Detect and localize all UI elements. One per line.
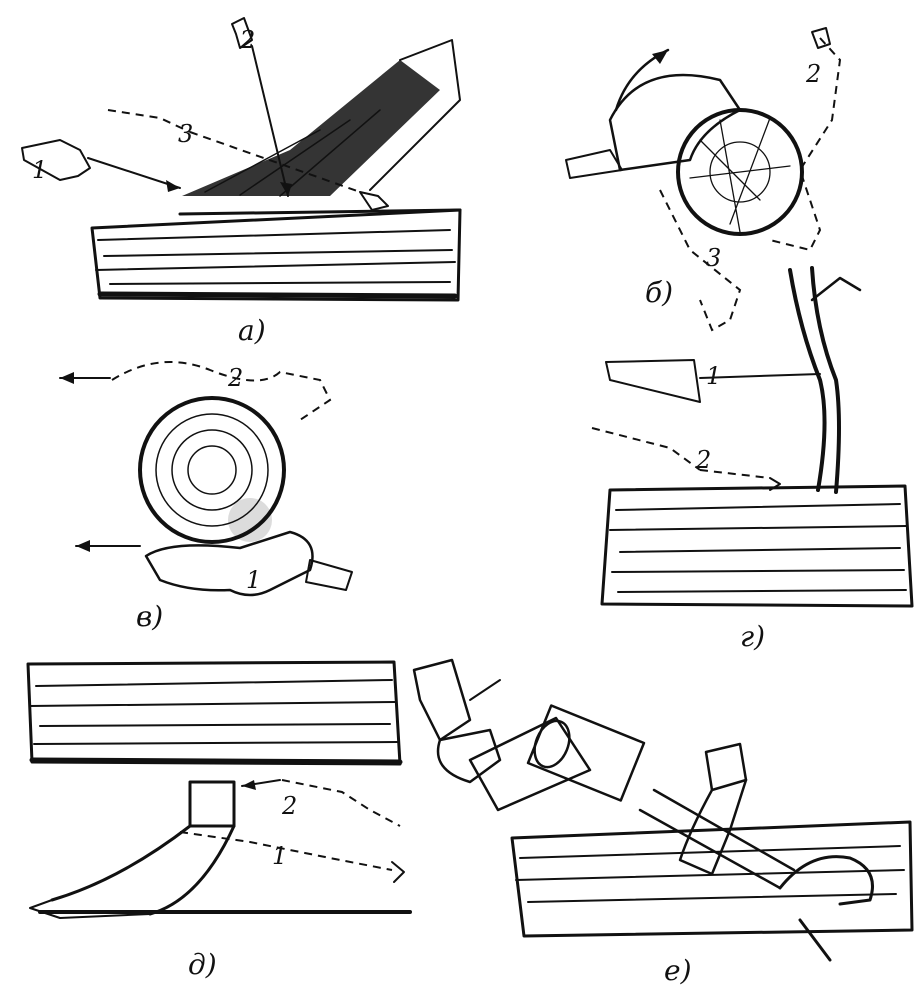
- panel-b-label-2: 2: [805, 60, 821, 88]
- panel-e-right-hand: [680, 744, 746, 874]
- panel-v-label-1: 1: [246, 566, 261, 594]
- panel-a-branch: [182, 40, 460, 196]
- panel-a-caption: а): [238, 314, 266, 347]
- panel-v: 2 1 в): [60, 362, 352, 633]
- panel-g-label-2: 2: [695, 446, 711, 474]
- panel-e: е): [414, 660, 912, 987]
- panel-b: 2 3 б): [566, 28, 840, 330]
- panel-v-arrowhead-1: [76, 540, 90, 552]
- panel-e-left-hand: [414, 660, 500, 782]
- panel-g-branch: [790, 268, 860, 492]
- panel-g-label-1: 1: [706, 362, 721, 390]
- panel-g-caption: г): [740, 620, 765, 653]
- panel-b-arrowhead: [652, 50, 668, 64]
- panel-v-log-section: [140, 398, 284, 542]
- panel-d-label-2: 2: [281, 792, 297, 820]
- panel-d-label-1: 1: [272, 842, 287, 870]
- panel-a-label-3: 3: [178, 120, 193, 148]
- panel-d-log: [28, 662, 400, 764]
- panel-g-axe-2: [592, 428, 780, 490]
- panel-b-label-3: 3: [706, 244, 721, 272]
- panel-b-caption: б): [645, 276, 673, 309]
- panel-v-label-2: 2: [227, 364, 243, 392]
- panel-a: 1 2 3 а): [22, 18, 460, 347]
- panel-b-axe-solid: [566, 75, 740, 178]
- panel-a-label-1: 1: [32, 156, 47, 184]
- panel-g: 1 2 г): [592, 268, 912, 653]
- panel-g-log: [602, 486, 912, 606]
- panel-a-label-2: 2: [239, 26, 255, 54]
- panel-d-stump: [30, 782, 234, 918]
- panel-d-axe-1-handle: [392, 862, 404, 882]
- panel-d-axe-2: [282, 780, 400, 826]
- panel-v-caption: в): [136, 600, 163, 633]
- panel-e-log: [512, 822, 912, 936]
- panel-e-caption: е): [664, 954, 692, 987]
- panel-d-arrowhead-2: [242, 780, 256, 790]
- panel-b-axe-3: [660, 190, 740, 330]
- panel-a-log: [92, 210, 460, 300]
- panel-v-axe-2: [112, 362, 330, 420]
- panel-v-arrowhead-2: [60, 372, 74, 384]
- panel-b-log-section: [678, 110, 802, 234]
- panel-d-caption: д): [188, 948, 217, 981]
- panel-d: 2 1 д): [28, 662, 410, 981]
